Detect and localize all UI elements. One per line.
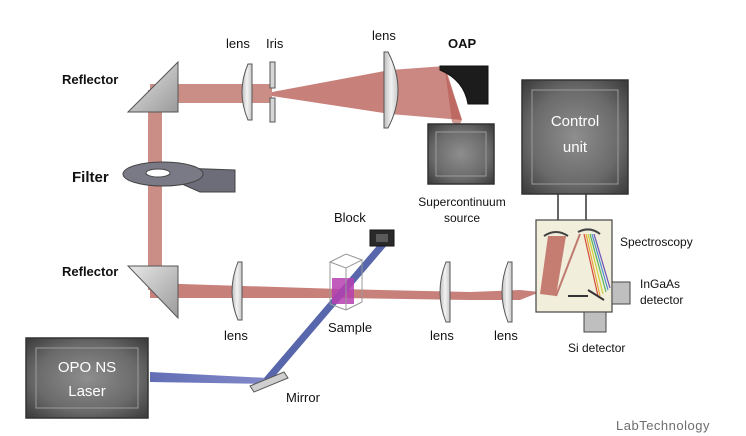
label-mirror: Mirror xyxy=(286,390,321,405)
label-reflector-top: Reflector xyxy=(62,72,118,87)
label-ingaas-2: detector xyxy=(640,293,683,307)
blue-beam-mirror-to-block xyxy=(264,240,388,382)
label-control-unit-1: Control xyxy=(551,113,599,130)
reflector-bottom xyxy=(126,265,179,320)
si-detector xyxy=(583,311,607,333)
label-iris: Iris xyxy=(266,36,284,51)
label-si-detector: Si detector xyxy=(568,341,625,355)
filter-wheel xyxy=(122,161,236,193)
lens-bottom-2 xyxy=(439,261,451,323)
beam-expanding-cone xyxy=(272,70,390,114)
label-ingaas-1: InGaAs xyxy=(640,277,680,291)
ingaas-detector xyxy=(611,281,631,305)
label-supercontinuum-1: Supercontinuum xyxy=(418,195,505,209)
label-control-unit-2: unit xyxy=(563,139,588,156)
lens-bottom-3 xyxy=(501,261,513,323)
opo-ns-laser-box xyxy=(25,337,149,419)
spectroscopy-unit xyxy=(535,219,613,313)
label-oap: OAP xyxy=(448,36,477,51)
beam-vertical-segment xyxy=(148,90,162,290)
beam-to-oap xyxy=(390,66,462,120)
blue-beam-laser-to-mirror xyxy=(150,372,268,384)
lens-bottom-1 xyxy=(231,261,243,321)
label-block: Block xyxy=(334,210,366,225)
beam-top-segment xyxy=(150,84,272,103)
lens-top-1 xyxy=(241,63,253,121)
label-lens-top-1: lens xyxy=(226,36,250,51)
lens-top-2 xyxy=(383,51,399,129)
label-lens-top-2: lens xyxy=(372,28,396,43)
label-lens-bottom-1: lens xyxy=(224,328,248,343)
beam-oap-to-source xyxy=(445,70,462,128)
oap-mirror xyxy=(439,65,489,105)
label-spectroscopy: Spectroscopy xyxy=(620,235,693,249)
control-unit-box xyxy=(521,79,629,195)
supercontinuum-source-box xyxy=(427,123,495,185)
iris xyxy=(269,61,276,123)
label-lens-bottom-2: lens xyxy=(430,328,454,343)
label-reflector-bottom: Reflector xyxy=(62,264,118,279)
label-sample: Sample xyxy=(328,320,372,335)
watermark-labtechnology: LabTechnology xyxy=(616,418,710,433)
label-lens-bottom-3: lens xyxy=(494,328,518,343)
label-opo-1: OPO NS xyxy=(58,359,116,376)
reflector-top xyxy=(126,60,179,113)
label-supercontinuum-2: source xyxy=(444,211,480,225)
blue-beam-path xyxy=(150,240,388,384)
label-filter: Filter xyxy=(72,169,109,186)
red-beam-path xyxy=(148,66,540,300)
label-opo-2: Laser xyxy=(68,383,106,400)
sample-cuvette xyxy=(328,253,364,311)
mirror xyxy=(249,371,289,393)
